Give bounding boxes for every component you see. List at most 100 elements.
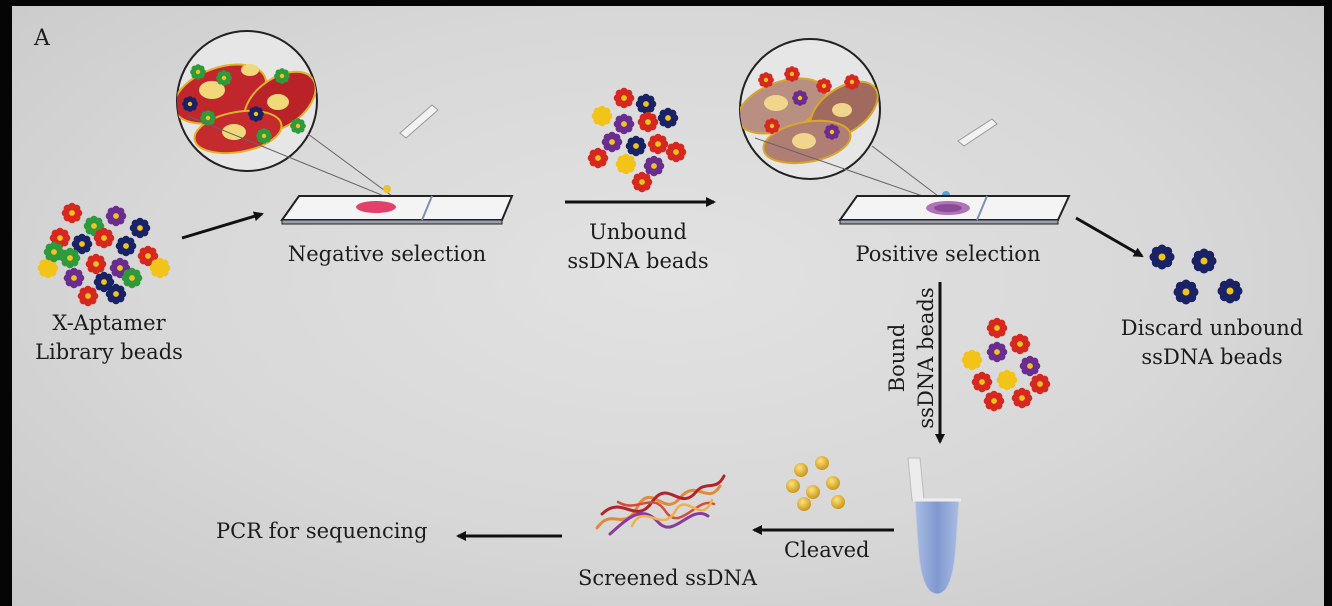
unbound-label-line2: ssDNA beads bbox=[567, 249, 709, 273]
aptamer-bead bbox=[37, 257, 59, 279]
aptamer-bead bbox=[591, 105, 613, 127]
negative-selection-label: Negative selection bbox=[287, 242, 487, 266]
aptamer-bead bbox=[792, 90, 808, 106]
unbound-label-line1: Unbound bbox=[589, 220, 687, 244]
pcr-sequencing-label: PCR for sequencing bbox=[216, 519, 428, 543]
library-beads-label: X-Aptamer Library beads bbox=[35, 309, 183, 367]
aptamer-bead bbox=[764, 118, 780, 134]
aptamer-bead bbox=[190, 64, 206, 80]
aptamer-bead bbox=[61, 202, 83, 224]
aptamer-bead bbox=[631, 171, 653, 193]
aptamer-bead bbox=[784, 66, 800, 82]
aptamer-bead bbox=[274, 68, 290, 84]
screened-ssdna-label: Screened ssDNA bbox=[578, 566, 758, 590]
microcentrifuge-tube bbox=[907, 457, 961, 595]
aptamer-bead bbox=[637, 111, 659, 133]
aptamer-bead bbox=[1173, 279, 1199, 305]
pipette-tip bbox=[383, 104, 439, 193]
aptamer-bead bbox=[63, 267, 85, 289]
panel-label: A bbox=[34, 26, 50, 51]
aptamer-bead bbox=[105, 205, 127, 227]
aptamer-bead bbox=[665, 141, 687, 163]
aptamer-bead bbox=[182, 96, 198, 112]
aptamer-bead bbox=[83, 215, 105, 237]
library-bead-cluster bbox=[37, 202, 171, 307]
aptamer-bead bbox=[256, 128, 272, 144]
zoom-line bbox=[871, 145, 947, 203]
aptamer-bead bbox=[971, 371, 993, 393]
aptamer-bead bbox=[43, 241, 65, 263]
aptamer-bead bbox=[986, 341, 1008, 363]
aptamer-bead bbox=[625, 135, 647, 157]
aptamer-bead bbox=[115, 235, 137, 257]
aptamer-bead bbox=[986, 317, 1008, 339]
pipette-tip bbox=[942, 118, 998, 199]
library-label-line2: Library beads bbox=[35, 340, 183, 364]
screened-ssdna-strands bbox=[595, 474, 726, 536]
aptamer-bead bbox=[216, 70, 232, 86]
aptamer-bead bbox=[615, 153, 637, 175]
aptamer-bead bbox=[1009, 333, 1031, 355]
aptamer-bead bbox=[824, 124, 840, 140]
zoom-line bbox=[187, 115, 385, 197]
discard-label-line2: ssDNA beads bbox=[1141, 345, 1283, 369]
arrow-to-discard bbox=[1075, 216, 1144, 258]
bound-beads-label: Bound ssDNA beads bbox=[883, 287, 941, 428]
aptamer-bead bbox=[1149, 244, 1175, 270]
aptamer-bead bbox=[1019, 355, 1041, 377]
aptamer-bead bbox=[587, 147, 609, 169]
bound-bead-cluster bbox=[961, 317, 1051, 412]
positive-cells-magnified bbox=[739, 38, 881, 180]
aptamer-bead bbox=[121, 267, 143, 289]
aptamer-bead bbox=[71, 233, 93, 255]
aptamer-bead bbox=[758, 72, 774, 88]
aptamer-bead bbox=[59, 247, 81, 269]
negative-slide bbox=[280, 195, 514, 225]
discarded-bead-cluster bbox=[1149, 244, 1243, 305]
zoom-line bbox=[754, 137, 941, 203]
figure-panel: A X-Aptamer Library beads Negative selec… bbox=[12, 6, 1324, 606]
aptamer-bead bbox=[200, 110, 216, 126]
aptamer-bead bbox=[248, 106, 264, 122]
aptamer-bead bbox=[93, 227, 115, 249]
negative-cells-magnified bbox=[176, 30, 318, 172]
cleaved-label: Cleaved bbox=[784, 538, 870, 562]
aptamer-bead bbox=[93, 271, 115, 293]
selection-workflow-diagram bbox=[37, 30, 1243, 595]
arrow-to-negative-selection bbox=[181, 211, 264, 240]
discard-unbound-label: Discard unbound ssDNA beads bbox=[1121, 314, 1303, 372]
aptamer-bead bbox=[1029, 373, 1051, 395]
bound-label-line1: Bound bbox=[885, 323, 909, 393]
library-label-line1: X-Aptamer bbox=[52, 311, 166, 335]
aptamer-bead bbox=[149, 257, 171, 279]
aptamer-bead bbox=[290, 118, 306, 134]
discard-label-line1: Discard unbound bbox=[1120, 316, 1304, 340]
aptamer-bead bbox=[1191, 248, 1217, 274]
aptamer-bead bbox=[996, 369, 1018, 391]
aptamer-bead bbox=[643, 155, 665, 177]
aptamer-bead bbox=[613, 87, 635, 109]
aptamer-bead bbox=[657, 107, 679, 129]
aptamer-bead bbox=[1011, 387, 1033, 409]
cleaved-bead-cluster bbox=[786, 456, 845, 511]
aptamer-bead bbox=[961, 349, 983, 371]
aptamer-bead bbox=[137, 245, 159, 267]
zoom-line bbox=[307, 133, 393, 197]
aptamer-bead bbox=[635, 93, 657, 115]
unbound-bead-cluster bbox=[587, 87, 687, 193]
aptamer-bead bbox=[105, 283, 127, 305]
unbound-beads-label: Unbound ssDNA beads bbox=[567, 218, 708, 276]
aptamer-bead bbox=[109, 257, 131, 279]
aptamer-bead bbox=[1217, 278, 1243, 304]
aptamer-bead bbox=[844, 74, 860, 90]
positive-selection-label: Positive selection bbox=[855, 242, 1041, 266]
aptamer-bead bbox=[77, 285, 99, 307]
bound-label-line2: ssDNA beads bbox=[914, 287, 938, 429]
positive-slide bbox=[838, 195, 1071, 225]
aptamer-bead bbox=[816, 78, 832, 94]
aptamer-bead bbox=[613, 113, 635, 135]
aptamer-bead bbox=[983, 390, 1005, 412]
aptamer-bead bbox=[129, 217, 151, 239]
aptamer-bead bbox=[647, 133, 669, 155]
aptamer-bead bbox=[85, 253, 107, 275]
